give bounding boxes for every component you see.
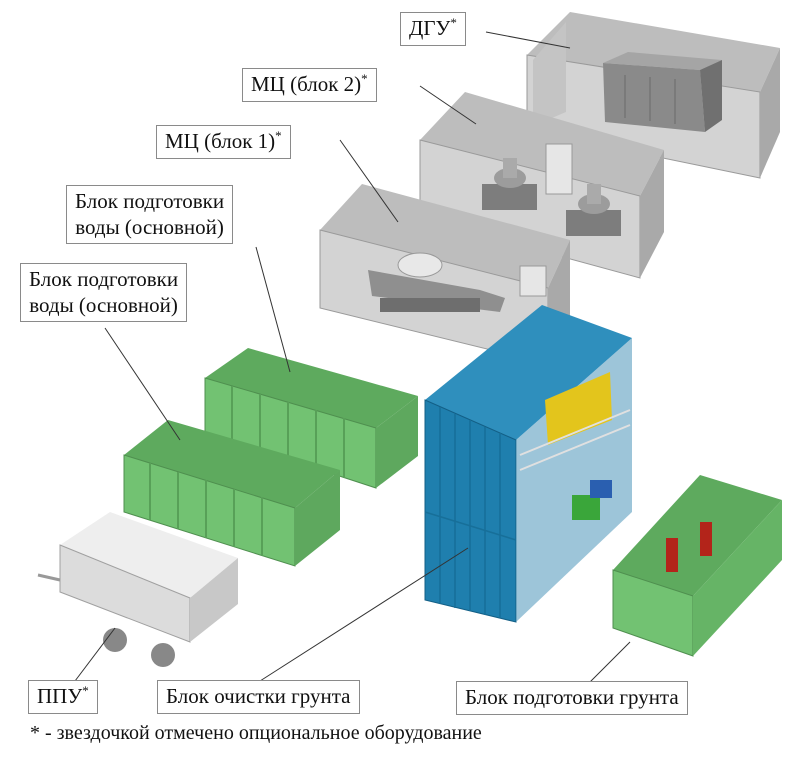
- label-ppu-mark: *: [82, 683, 89, 698]
- label-mc1-mark: *: [275, 128, 282, 143]
- label-soil-prep-text: Блок подготовки грунта: [465, 685, 679, 709]
- label-water-main-a-line1: Блок подготовки: [75, 189, 225, 213]
- label-dgu-mark: *: [450, 15, 457, 30]
- label-water-main-b-line2: воды (основной): [29, 292, 178, 317]
- label-mc-block-2: МЦ (блок 2)*: [242, 68, 377, 102]
- soil-prep-container: [612, 475, 782, 657]
- label-mc2-mark: *: [361, 71, 368, 86]
- mc-block-2-container: [419, 92, 664, 279]
- water-container-back: [204, 348, 418, 489]
- label-soil-prep: Блок подготовки грунта: [456, 681, 688, 715]
- leader-lines: [74, 31, 631, 683]
- label-dgu: ДГУ*: [400, 12, 466, 46]
- label-ppu-text: ППУ: [37, 684, 83, 708]
- water-container-front: [123, 420, 340, 567]
- label-water-main-a-line2: воды (основной): [75, 214, 224, 239]
- label-mc-block-1: МЦ (блок 1)*: [156, 125, 291, 159]
- decanter-unit: [368, 252, 547, 312]
- label-water-main-b: Блок подготовки воды (основной): [20, 263, 188, 323]
- ppu-trailer: [37, 512, 238, 667]
- inner-equipment: [519, 372, 631, 520]
- label-mc1-text: МЦ (блок 1): [165, 129, 276, 153]
- soil-cleaning-container: [424, 305, 632, 623]
- centrifuge-unit: [482, 143, 621, 236]
- label-soil-cleaning-text: Блок очистки грунта: [166, 684, 351, 708]
- label-ppu: ППУ*: [28, 680, 98, 714]
- label-mc2-text: МЦ (блок 2): [251, 72, 362, 96]
- label-water-main-a: Блок подготовки воды (основной): [66, 185, 234, 245]
- label-soil-cleaning: Блок очистки грунта: [157, 680, 360, 714]
- label-dgu-text: ДГУ: [409, 16, 451, 40]
- generator-unit: [603, 52, 722, 132]
- label-water-main-b-line1: Блок подготовки: [29, 267, 179, 291]
- footnote: * - звездочкой отмечено опциональное обо…: [30, 722, 482, 744]
- dgu-container: [526, 12, 780, 179]
